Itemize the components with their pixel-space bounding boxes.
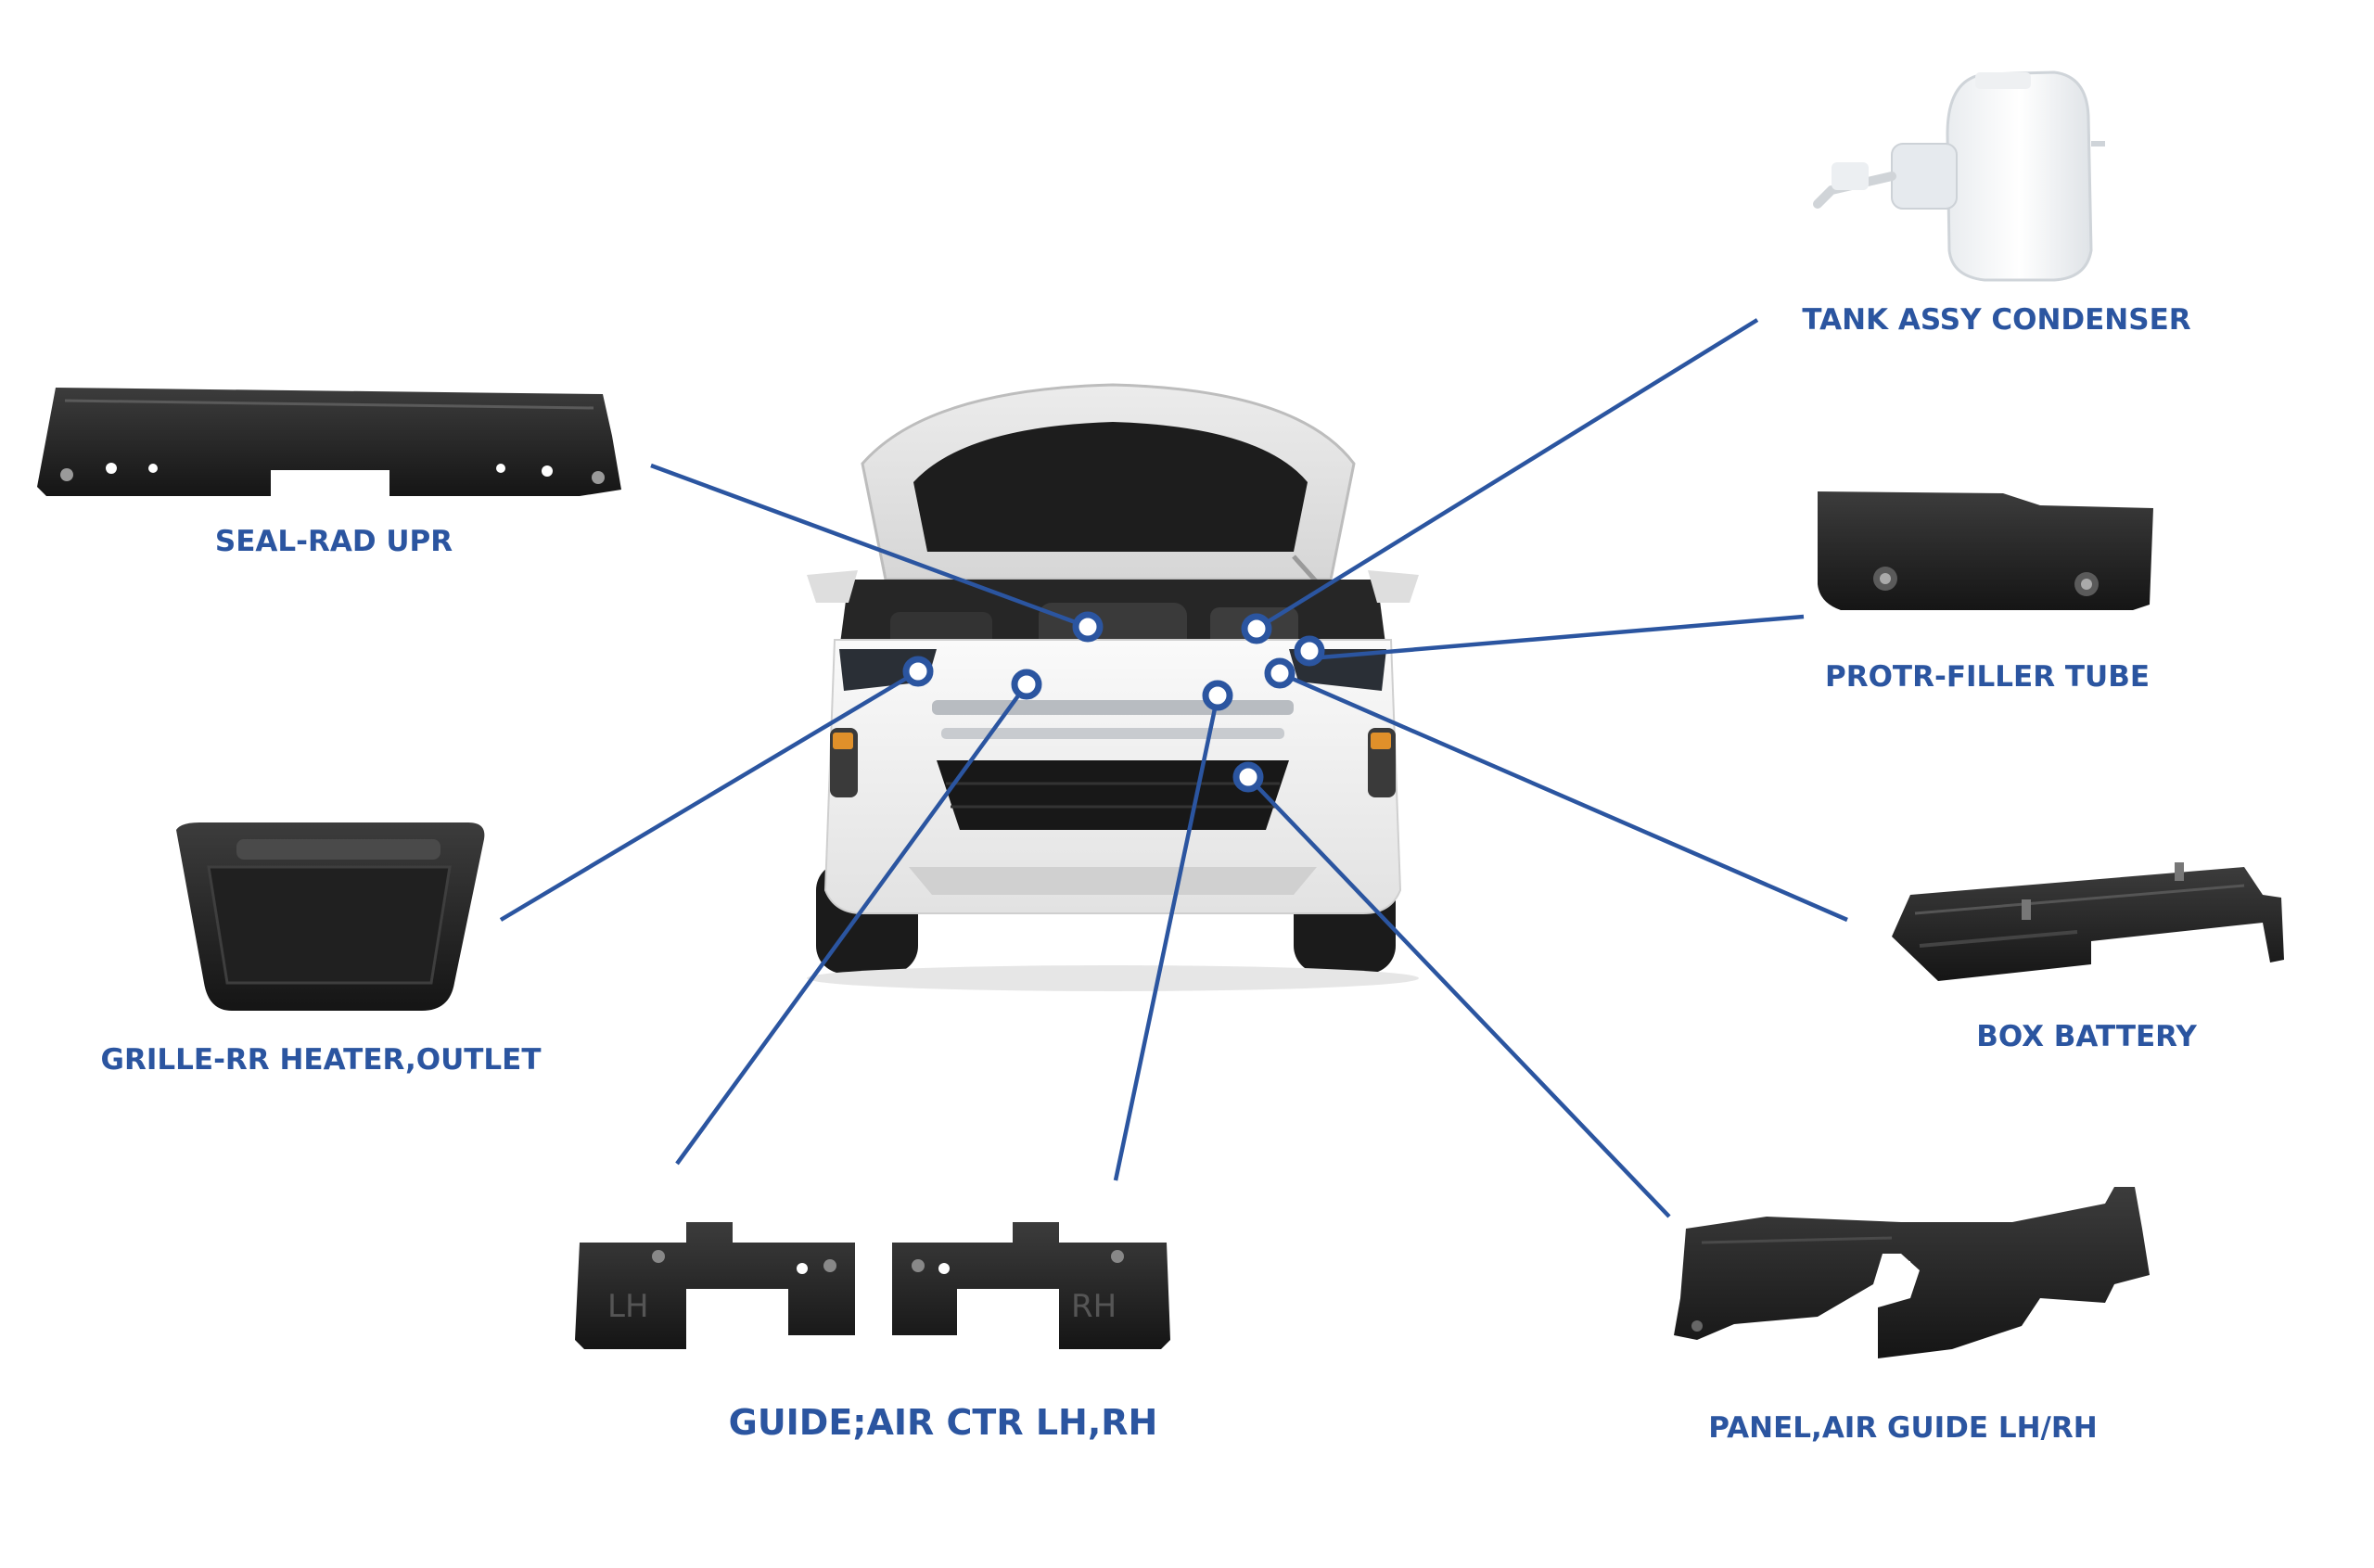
marker-guide-air-ctr-rh xyxy=(1202,680,1233,711)
marker-tank-assy-condenser xyxy=(1241,613,1272,644)
marker-box-battery xyxy=(1264,657,1295,689)
svg-text:RH: RH xyxy=(1071,1288,1117,1325)
label-panel-air-guide: PANEL,AIR GUIDE LH/RH xyxy=(1708,1411,2098,1445)
leader-box-battery xyxy=(1279,670,1848,923)
part-guide-air-ctr-rh: RH xyxy=(892,1222,1170,1349)
svg-text:LH: LH xyxy=(607,1288,649,1325)
leader-protr-filler-tube xyxy=(1308,614,1805,661)
callout-markers xyxy=(902,611,1325,793)
label-box-battery: BOX BATTERY xyxy=(1976,1020,2197,1053)
marker-protr-filler-tube xyxy=(1294,635,1325,667)
leader-guide-air-ctr-lh xyxy=(675,682,1028,1166)
leader-grille-rr-heater xyxy=(499,669,920,922)
part-seal-rad-upr xyxy=(37,388,621,496)
part-panel-air-guide xyxy=(1674,1187,2150,1358)
part-box-battery xyxy=(1892,862,2284,981)
marker-seal-rad-upr xyxy=(1072,611,1104,643)
leader-seal-rad-upr xyxy=(650,463,1089,630)
label-guide-air-ctr: GUIDE;AIR CTR LH,RH xyxy=(728,1402,1158,1443)
marker-panel-air-guide xyxy=(1232,761,1264,793)
label-seal-rad-upr: SEAL-RAD UPR xyxy=(214,525,453,558)
part-guide-air-ctr-lh: LH xyxy=(575,1222,855,1349)
part-tank-assy-condenser xyxy=(1813,70,2105,282)
leader-tank-assy-condenser xyxy=(1255,318,1759,631)
label-grille-rr-heater-outlet: GRILLE-RR HEATER,OUTLET xyxy=(100,1043,542,1077)
part-grille-rr-heater-outlet xyxy=(176,822,485,1011)
label-protr-filler-tube: PROTR-FILLER TUBE xyxy=(1824,660,2151,694)
label-tank-assy-condenser: TANK ASSY CONDENSER xyxy=(1802,303,2191,337)
part-protr-filler-tube xyxy=(1818,491,2153,610)
vehicle-front-view xyxy=(807,383,1419,991)
marker-guide-air-ctr-lh xyxy=(1011,669,1042,700)
leader-panel-air-guide xyxy=(1246,775,1671,1218)
leader-guide-air-ctr-rh xyxy=(1113,695,1220,1181)
leader-lines xyxy=(499,318,1848,1218)
marker-grille-rr-heater xyxy=(902,656,934,687)
